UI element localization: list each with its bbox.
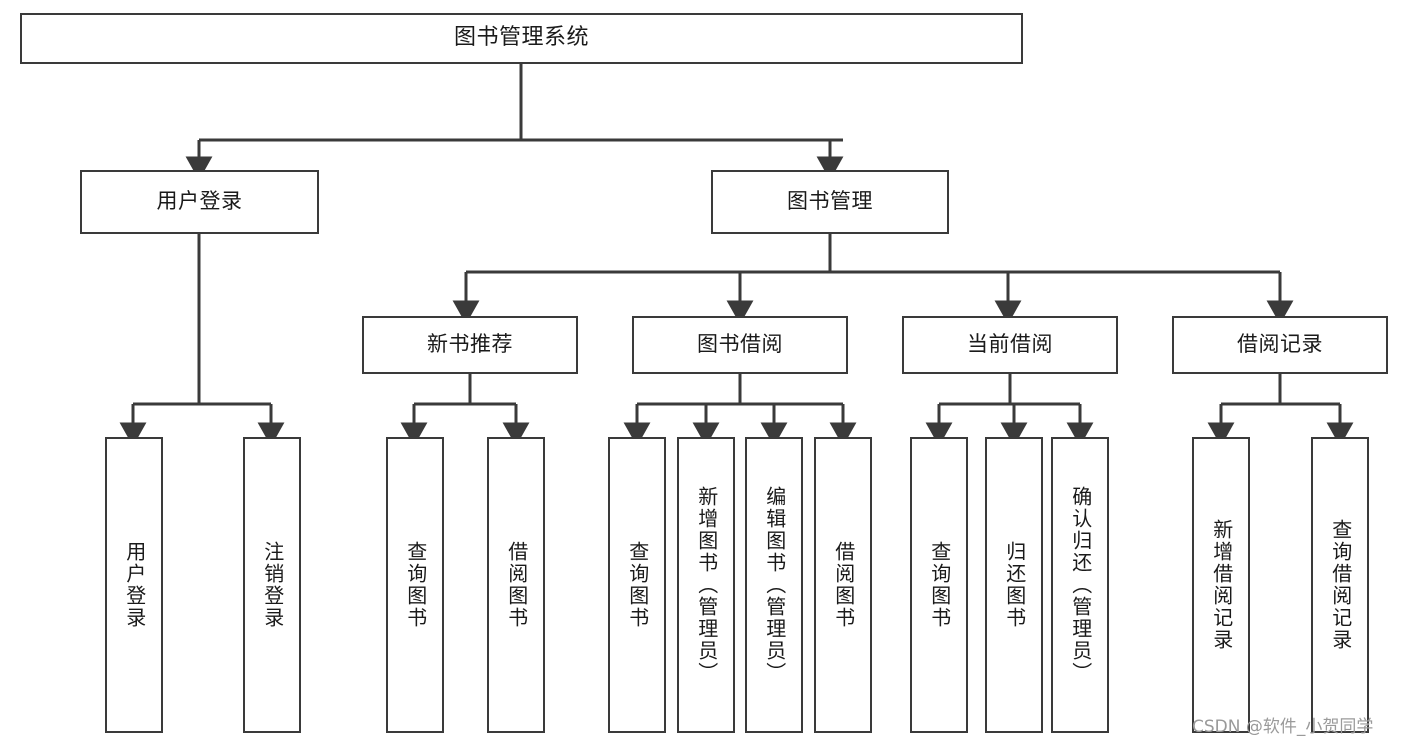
edge-book-manage-to-level3 <box>452 234 1294 325</box>
node-root-label: 图书管理系统 <box>453 25 589 51</box>
node-new-book-recommend[interactable]: 新书推荐 <box>362 316 578 374</box>
node-leaf-return-book[interactable]: 归还图书 <box>985 437 1043 733</box>
node-book-manage[interactable]: 图书管理 <box>711 170 949 234</box>
node-borrow-record-label: 借阅记录 <box>1237 332 1323 357</box>
node-leaf-query-book-2[interactable]: 查询图书 <box>608 437 666 733</box>
node-leaf-edit-book-label: 编辑图书（管理员） <box>762 486 787 684</box>
edge-borrow-record-to-leaves <box>1207 374 1354 447</box>
node-leaf-query-borrow-record-label: 查询借阅记录 <box>1328 519 1353 651</box>
node-leaf-logout-label: 注销登录 <box>260 541 285 629</box>
node-leaf-edit-book[interactable]: 编辑图书（管理员） <box>745 437 803 733</box>
node-leaf-confirm-return[interactable]: 确认归还（管理员） <box>1051 437 1109 733</box>
node-leaf-query-book-1[interactable]: 查询图书 <box>386 437 444 733</box>
node-leaf-query-book-2-label: 查询图书 <box>625 541 650 629</box>
node-book-manage-label: 图书管理 <box>787 189 873 214</box>
node-leaf-add-borrow-record-label: 新增借阅记录 <box>1209 519 1234 651</box>
node-leaf-borrow-book-2-label: 借阅图书 <box>831 541 856 629</box>
node-leaf-query-book-3-label: 查询图书 <box>927 541 952 629</box>
edge-book-borrow-to-leaves <box>623 374 857 447</box>
node-leaf-borrow-book-1-label: 借阅图书 <box>504 541 529 629</box>
node-new-book-recommend-label: 新书推荐 <box>427 332 513 357</box>
node-leaf-add-borrow-record[interactable]: 新增借阅记录 <box>1192 437 1250 733</box>
edge-new-book-recommend-to-leaves <box>400 374 530 447</box>
node-leaf-query-book-1-label: 查询图书 <box>403 541 428 629</box>
node-leaf-query-borrow-record[interactable]: 查询借阅记录 <box>1311 437 1369 733</box>
edge-root-to-level2 <box>185 64 844 181</box>
node-leaf-add-book[interactable]: 新增图书（管理员） <box>677 437 735 733</box>
edge-user-login-to-leaves <box>119 234 285 447</box>
node-leaf-borrow-book-2[interactable]: 借阅图书 <box>814 437 872 733</box>
node-leaf-query-book-3[interactable]: 查询图书 <box>910 437 968 733</box>
node-leaf-return-book-label: 归还图书 <box>1002 541 1027 629</box>
node-leaf-logout[interactable]: 注销登录 <box>243 437 301 733</box>
node-leaf-add-book-label: 新增图书（管理员） <box>694 486 719 684</box>
node-book-borrow[interactable]: 图书借阅 <box>632 316 848 374</box>
node-leaf-user-login[interactable]: 用户登录 <box>105 437 163 733</box>
node-borrow-record[interactable]: 借阅记录 <box>1172 316 1388 374</box>
node-user-login[interactable]: 用户登录 <box>80 170 319 234</box>
node-book-borrow-label: 图书借阅 <box>697 332 783 357</box>
node-user-login-label: 用户登录 <box>156 189 243 214</box>
watermark-text: CSDN @软件_小贺同学 <box>1192 717 1374 737</box>
node-leaf-confirm-return-label: 确认归还（管理员） <box>1068 486 1093 684</box>
node-leaf-borrow-book-1[interactable]: 借阅图书 <box>487 437 545 733</box>
node-root[interactable]: 图书管理系统 <box>20 13 1023 64</box>
edge-current-borrow-to-leaves <box>925 374 1094 447</box>
node-leaf-user-login-label: 用户登录 <box>122 541 147 629</box>
node-current-borrow[interactable]: 当前借阅 <box>902 316 1118 374</box>
node-current-borrow-label: 当前借阅 <box>967 332 1053 357</box>
